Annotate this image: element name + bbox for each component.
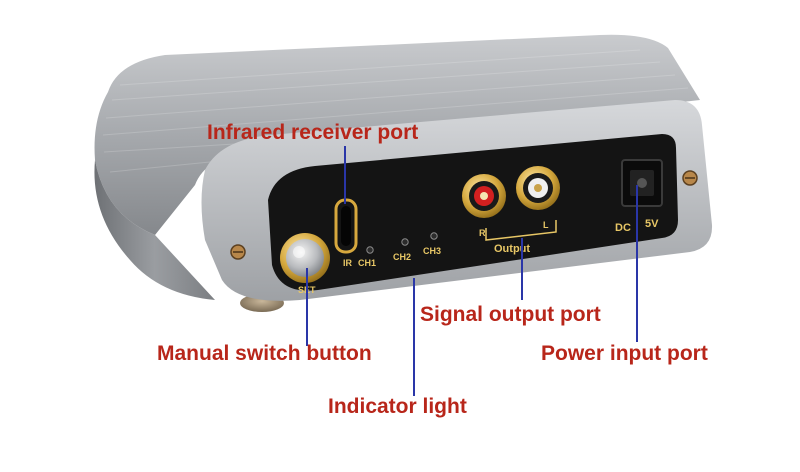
ir-receiver-window — [341, 206, 351, 246]
callout-indicator-light: Indicator light — [328, 395, 467, 418]
led-ch2 — [401, 238, 409, 246]
callout-manual-switch-button: Manual switch button — [157, 342, 372, 365]
callout-infrared-receiver-port: Infrared receiver port — [207, 121, 419, 144]
label-r: R — [479, 228, 486, 238]
label-ch2: CH2 — [393, 252, 411, 262]
label-l: L — [543, 220, 549, 230]
output-bracket — [485, 220, 557, 241]
label-dc: DC — [615, 222, 631, 234]
label-output: Output — [494, 243, 530, 255]
leader-lines — [306, 146, 638, 396]
callout-power-input-port: Power input port — [541, 342, 708, 365]
housing-side — [94, 160, 215, 300]
label-ir: IR — [343, 258, 353, 268]
housing-top — [94, 34, 701, 235]
led-ch1 — [366, 246, 374, 254]
brushed-texture — [102, 49, 689, 173]
set-knob — [286, 239, 324, 277]
callout-signal-output-port: Signal output port — [420, 303, 601, 326]
label-ch3: CH3 — [423, 246, 441, 256]
label-5v: 5V — [645, 218, 659, 230]
led-ch3 — [430, 232, 438, 240]
label-ch1: CH1 — [358, 258, 376, 268]
